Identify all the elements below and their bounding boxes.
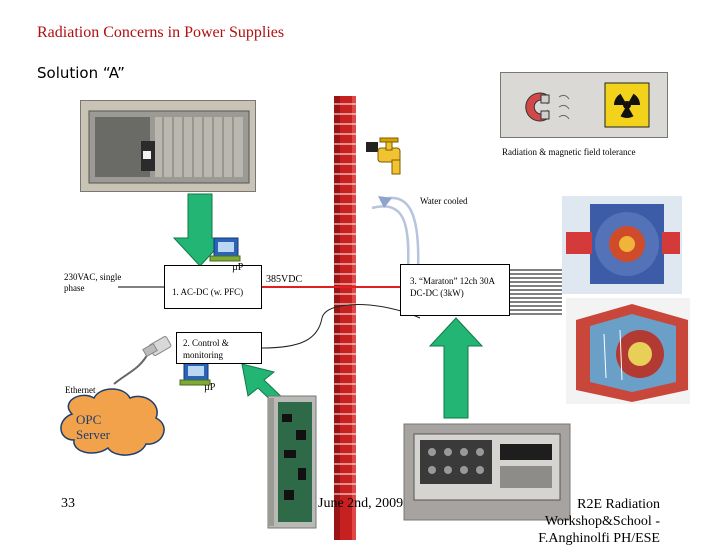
water-label: Water cooled	[420, 196, 468, 206]
water-pipes	[371, 196, 420, 271]
computer-icon	[209, 237, 241, 262]
ac-dc-label: 1. AC-DC (w. PFC)	[172, 287, 244, 297]
radiation-icons-panel	[500, 72, 668, 138]
opc-cloud	[60, 388, 165, 456]
crate-photo-art	[81, 101, 255, 191]
detector-photo-2	[566, 298, 690, 404]
maraton-photo	[403, 423, 571, 521]
computer-icon	[179, 361, 211, 386]
crate-photo	[80, 100, 256, 192]
green-arrow-maraton	[428, 317, 484, 419]
slide-title: Radiation Concerns in Power Supplies	[37, 24, 285, 41]
ethernet-label: Ethernet	[65, 385, 96, 395]
control-box: 2. Control & monitoring	[176, 332, 262, 364]
water-arrowheads	[378, 196, 392, 208]
maraton-label: 3. “Maraton” 12ch 30A DC-DC (3kW)	[410, 276, 495, 298]
maraton-box: 3. “Maraton” 12ch 30A DC-DC (3kW)	[400, 264, 510, 316]
green-arrow-crate	[172, 193, 228, 267]
opc-label: OPC Server	[76, 412, 110, 442]
up-label-1: µP	[232, 262, 244, 273]
control-card-photo	[267, 395, 317, 529]
radiation-label: Radiation & magnetic field tolerance	[502, 147, 636, 157]
ethernet-cable	[113, 349, 151, 385]
vdc-label: 385VDC	[266, 274, 303, 285]
radiation-icons-art	[525, 82, 650, 128]
radiation-wall	[334, 96, 356, 540]
detector-photo-1	[562, 196, 682, 294]
output-lines	[510, 269, 562, 315]
water-tap-icon	[362, 136, 410, 189]
page-number: 33	[61, 496, 75, 511]
up-label-2: µP	[204, 382, 216, 393]
ethernet-plug-icon	[142, 336, 172, 358]
control-cable	[261, 304, 421, 349]
footer-date: June 2nd, 2009	[318, 496, 404, 511]
control-label: 2. Control & monitoring	[183, 338, 229, 360]
footer-event: R2E Radiation Workshop&School - F.Anghin…	[538, 497, 660, 546]
radiation-trefoil-icon	[604, 82, 650, 128]
ac-dc-box: 1. AC-DC (w. PFC)	[164, 265, 262, 309]
radiation-magnet-icon	[525, 92, 570, 122]
input-label: 230VAC, single phase	[64, 272, 122, 293]
slide-subtitle: Solution “A”	[37, 64, 125, 82]
